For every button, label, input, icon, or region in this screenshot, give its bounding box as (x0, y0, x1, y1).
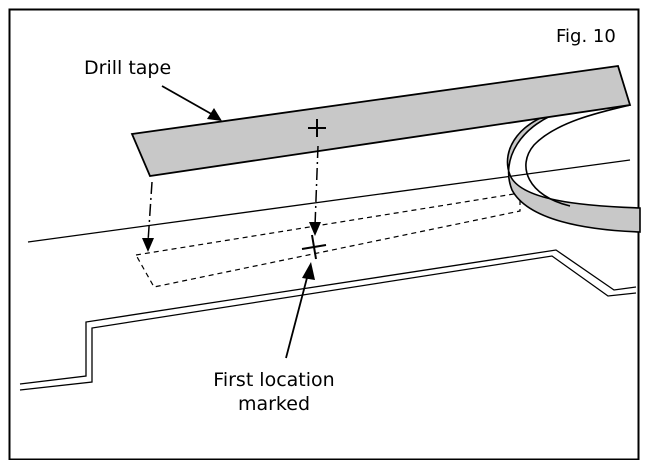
first-location-label-line2: marked (238, 393, 310, 415)
drill-tape-label: Drill tape (84, 57, 171, 79)
drill-tape-strip (130, 65, 632, 177)
first-location-label-line1: First location (213, 369, 334, 391)
drill-tape-leader (161, 85, 222, 121)
tape-cross-mark (308, 119, 326, 137)
projection-line-left (142, 181, 154, 252)
lower-profile-outer (19, 249, 637, 385)
tape-curl-back (506, 109, 641, 233)
projection-line-center (309, 145, 321, 236)
dashed-tape-outline (135, 192, 521, 288)
board-edge-line (27, 159, 631, 243)
tape-curl-front (525, 104, 631, 207)
lower-profile-inner (19, 255, 637, 391)
first-location-leader (285, 262, 315, 359)
board-cross-mark (301, 234, 327, 260)
figure-label: Fig. 10 (556, 26, 616, 47)
